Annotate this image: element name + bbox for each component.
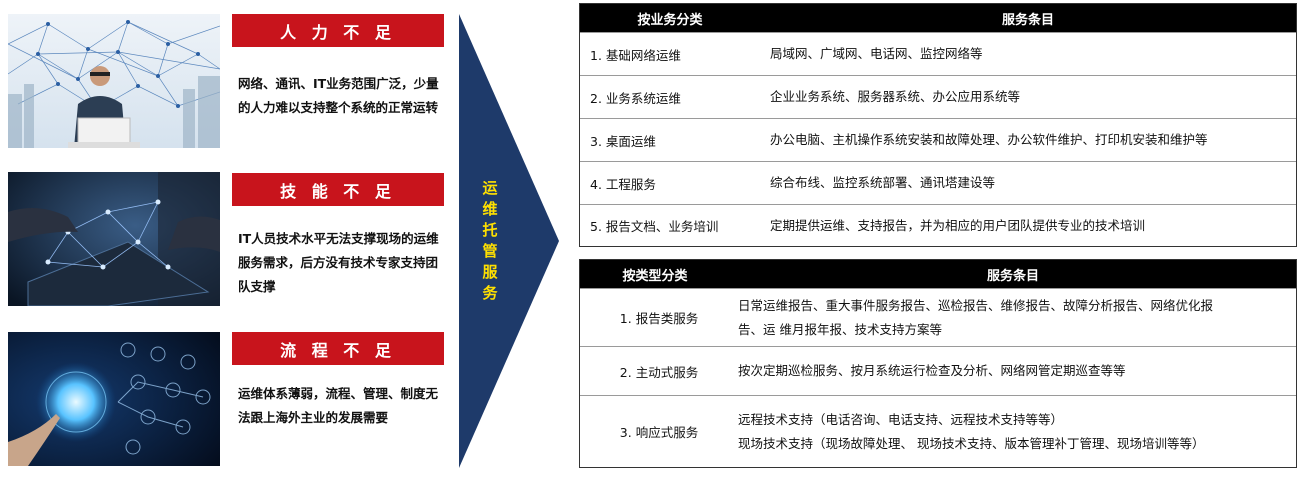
table-type-category: 按类型分类 服务条目 1. 报告类服务 日常运维报告、重大事件服务报告、巡检报告… <box>579 259 1297 468</box>
table-row: 5. 报告文档、业务培训 定期提供运维、支持报告，并为相应的用户团队提供专业的技… <box>580 204 1296 246</box>
row-item-line: 告、运 维月报年报、技术支持方案等 <box>738 321 942 337</box>
image-network-person <box>8 14 220 148</box>
table-row: 3. 响应式服务 远程技术支持（电话咨询、电话支持、远程技术支持等等） 现场技术… <box>580 395 1296 467</box>
table-header: 按类型分类 服务条目 <box>580 260 1296 288</box>
panel-desc-staff-shortage: 网络、通讯、IT业务范围广泛，少量的人力难以支持整个系统的正常运转 <box>238 76 439 115</box>
header-service-item: 服务条目 <box>986 268 1039 284</box>
panel-title-process-shortage: 流 程 不 足 <box>232 332 444 365</box>
row-category: 4. 工程服务 <box>590 176 656 192</box>
panel-desc-skill-shortage: IT人员技术水平无法支撑现场的运维服务需求，后方没有技术专家支持团队支撑 <box>238 231 439 294</box>
header-business-category: 按业务分类 <box>637 12 703 28</box>
table-row: 4. 工程服务 综合布线、监控系统部署、通讯塔建设等 <box>580 161 1296 204</box>
row-category: 2. 主动式服务 <box>619 364 699 380</box>
arrow-shape <box>459 14 559 468</box>
row-category: 1. 报告类服务 <box>619 311 699 326</box>
header-type-category: 按类型分类 <box>622 268 688 284</box>
image-touch-sphere <box>8 332 220 466</box>
row-category: 5. 报告文档、业务培训 <box>590 219 719 234</box>
table-row: 3. 桌面运维 办公电脑、主机操作系统安装和故障处理、办公软件维护、打印机安装和… <box>580 118 1296 161</box>
row-category: 2. 业务系统运维 <box>590 90 681 106</box>
table-row: 1. 报告类服务 日常运维报告、重大事件服务报告、巡检报告、维修报告、故障分析报… <box>580 288 1296 346</box>
table-business-category: 按业务分类 服务条目 1. 基础网络运维 局域网、广域网、电话网、监控网络等 2… <box>579 3 1297 247</box>
panel-title-skill-shortage: 技 能 不 足 <box>232 173 444 206</box>
row-item: 办公电脑、主机操作系统安装和故障处理、办公软件维护、打印机安装和维护等 <box>770 132 1208 147</box>
row-item: 企业业务系统、服务器系统、办公应用系统等 <box>770 89 1021 104</box>
row-category: 3. 桌面运维 <box>590 133 656 149</box>
table-row: 1. 基础网络运维 局域网、广域网、电话网、监控网络等 <box>580 32 1296 75</box>
row-item-line: 日常运维报告、重大事件服务报告、巡检报告、维修报告、故障分析报告、网络优化报 <box>738 297 1214 313</box>
table-row: 2. 业务系统运维 企业业务系统、服务器系统、办公应用系统等 <box>580 75 1296 118</box>
row-category: 3. 响应式服务 <box>619 425 699 440</box>
row-item-line: 按次定期巡检服务、按月系统运行检查及分析、网络网管定期巡查等等 <box>738 363 1126 378</box>
arrow-label: 运 维 托 管 服 务 <box>482 179 498 302</box>
table-row: 2. 主动式服务 按次定期巡检服务、按月系统运行检查及分析、网络网管定期巡查等等 <box>580 346 1296 395</box>
row-item-line: 远程技术支持（电话咨询、电话支持、远程技术支持等等） <box>738 411 1064 427</box>
table-header: 按业务分类 服务条目 <box>580 4 1296 32</box>
row-item-line: 现场技术支持（现场故障处理、 现场技术支持、版本管理补丁管理、现场培训等等） <box>738 435 1205 451</box>
row-item: 局域网、广域网、电话网、监控网络等 <box>770 46 983 61</box>
image-tablet-hands <box>8 172 220 306</box>
row-item: 综合布线、监控系统部署、通讯塔建设等 <box>770 175 996 190</box>
header-service-item: 服务条目 <box>1001 12 1054 28</box>
row-category: 1. 基础网络运维 <box>590 47 681 63</box>
panel-desc-process-shortage: 运维体系薄弱，流程、管理、制度无法跟上海外主业的发展需要 <box>238 386 439 425</box>
row-item: 定期提供运维、支持报告，并为相应的用户团队提供专业的技术培训 <box>770 217 1146 233</box>
panel-title-staff-shortage: 人 力 不 足 <box>232 14 444 47</box>
